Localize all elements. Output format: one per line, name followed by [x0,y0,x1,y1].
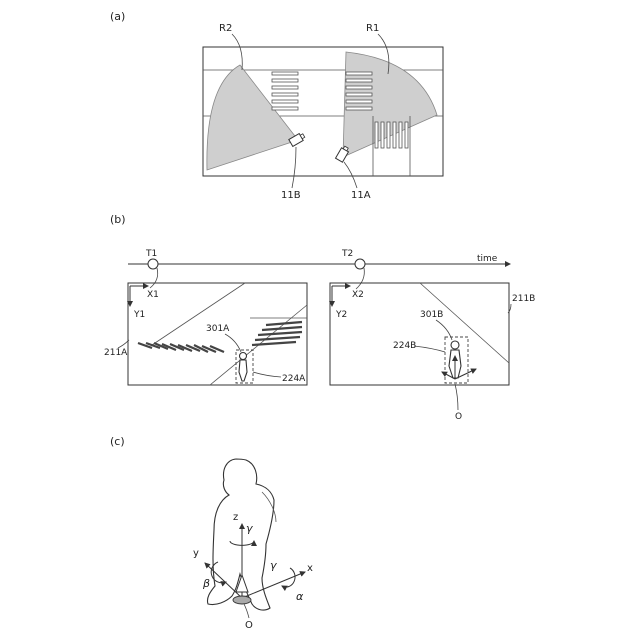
label-r1: R1 [366,23,379,34]
label-211a: 211A [104,348,128,358]
leader-r2 [232,34,242,70]
label-gamma: γ [270,559,277,572]
leader-11b [292,147,296,188]
panel-a: (a) [110,10,443,201]
label-t1: T1 [145,249,157,259]
leader-origin [244,604,249,618]
panel-c-label: (c) [110,435,125,448]
panel-c: (c) z γ y x γ β α O [110,435,313,631]
leader-211a [118,340,129,348]
time-marker-t2 [355,259,365,269]
crosswalk-frame-a-left [138,343,224,352]
rotation-alpha-icon [282,568,295,587]
leader-11a [344,162,357,188]
leader-301b [436,320,452,340]
leader-224b [414,346,445,352]
leader-301a [225,334,241,352]
label-224b: 224B [393,341,416,351]
label-224a: 224A [282,374,306,384]
label-211b: 211B [512,294,535,304]
label-r2: R2 [219,23,232,34]
road-edge-b1 [420,283,509,363]
crosswalk-left [272,72,298,110]
panel-b: (b) time T1 T2 [104,213,535,422]
label-origin-b: O [455,412,462,422]
label-z: z [233,512,238,523]
label-x2: X2 [352,290,364,300]
leader-x2 [356,268,364,289]
label-x: x [307,563,313,574]
panel-b-label: (b) [110,213,126,226]
leader-origin-b [455,384,458,410]
person-figure-a [239,353,247,382]
time-label: time [477,254,498,264]
leader-224a [253,372,281,377]
label-alpha: α [296,590,304,603]
label-x1: X1 [147,290,159,300]
origin-marker [233,596,251,604]
label-y1: Y1 [133,310,145,320]
crosswalk-frame-a-right [252,322,302,345]
label-origin: O [245,620,253,631]
panel-a-label: (a) [110,10,125,23]
label-gamma-z: γ [246,522,253,535]
label-11b: 11B [281,190,301,201]
label-11a: 11A [351,190,371,201]
leader-x1 [150,268,158,288]
time-marker-t1 [148,259,158,269]
camera-11a-icon [336,145,350,162]
label-t2: T2 [341,249,353,259]
label-301b: 301B [420,310,443,320]
label-y2: Y2 [335,310,347,320]
label-301a: 301A [206,324,230,334]
label-beta: β [202,577,210,590]
label-y: y [193,548,199,559]
road-edge-a1 [152,283,245,345]
